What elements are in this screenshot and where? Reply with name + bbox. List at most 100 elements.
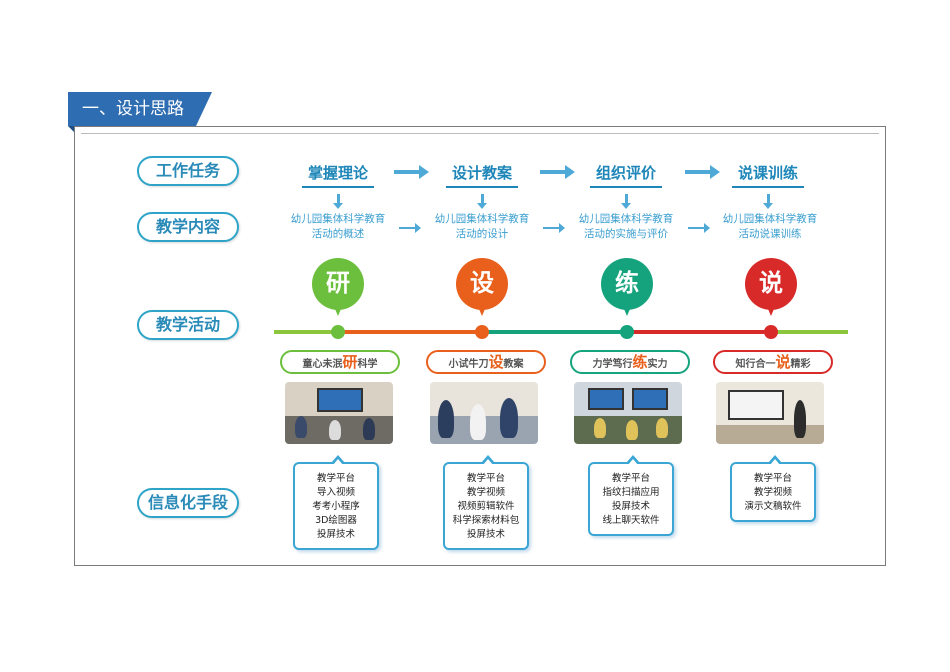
content-line: 幼儿园集体科学教育: [722, 213, 818, 225]
pill-suffix: 实力: [647, 359, 668, 370]
activity-pill-research: 童心未泯研科学: [280, 350, 400, 374]
tool-item: 演示文稿软件: [744, 501, 802, 512]
down-arrow-icon: [333, 194, 343, 209]
badge-char: 设: [470, 269, 494, 297]
content-line: 活动的概述: [311, 228, 365, 240]
task-underline: [446, 186, 518, 188]
classroom-photo: [574, 382, 682, 444]
pill-prefix: 力学笃行: [592, 359, 633, 370]
pill-prefix: 小试牛刀: [448, 359, 489, 370]
small-arrow-icon: [399, 223, 421, 233]
task-underline: [590, 186, 662, 188]
flow-arrow-icon: [685, 165, 720, 179]
row-label-teaching-activity: 教学活动: [137, 310, 239, 340]
timeline-dot: [331, 325, 345, 339]
content-line: 幼儿园集体科学教育: [578, 213, 674, 225]
tool-item: 教学视频: [753, 487, 792, 498]
content-text: 幼儿园集体科学教育活动的设计: [417, 212, 547, 242]
content-text: 幼儿园集体科学教育活动的概述: [273, 212, 403, 242]
classroom-photo: [716, 382, 824, 444]
info-box: 教学平台 导入视频 考考小程序 3D绘图器 投屏技术: [293, 455, 379, 550]
section-header-slant: [196, 92, 212, 126]
row-label-work-task: 工作任务: [137, 156, 239, 186]
photo-person: [363, 418, 375, 440]
activity-badge-speak: 说: [745, 258, 797, 316]
tool-item: 教学平台: [611, 473, 650, 484]
tool-item: 考考小程序: [312, 501, 360, 512]
badge-char: 研: [326, 269, 350, 297]
photo-person: [594, 418, 606, 438]
photo-screen: [728, 390, 784, 420]
tool-item: 线上聊天软件: [602, 515, 660, 526]
timeline-segment: [482, 330, 626, 334]
content-line: 活动说课训练: [738, 228, 802, 240]
task-underline: [732, 186, 804, 188]
timeline-segment: [626, 330, 772, 334]
task-heading: 设计教案: [446, 162, 518, 188]
task-label: 说课训练: [737, 164, 798, 182]
info-box-notch-inner: [483, 459, 493, 465]
row-label-info-means: 信息化手段: [137, 488, 239, 518]
pill-keyword: 练: [632, 353, 648, 371]
task-heading: 组织评价: [590, 162, 662, 188]
tool-item: 教学平台: [316, 473, 355, 484]
tool-item: 科学探索材料包: [452, 515, 520, 526]
timeline-segment: [338, 330, 482, 334]
badge-char: 练: [615, 269, 639, 297]
tool-item: 指纹扫描应用: [602, 487, 660, 498]
activity-badge-practice: 练: [601, 258, 653, 316]
tool-item: 视频剪辑软件: [457, 501, 515, 512]
tool-item: 教学视频: [466, 487, 505, 498]
photo-person: [329, 420, 341, 440]
photo-screen: [632, 388, 668, 410]
pill-suffix: 科学: [357, 359, 378, 370]
timeline-dot: [620, 325, 634, 339]
activity-pill-practice: 力学笃行练实力: [570, 350, 690, 374]
down-arrow-icon: [621, 194, 631, 209]
row-label-teaching-content: 教学内容: [137, 212, 239, 242]
task-label: 组织评价: [595, 164, 656, 182]
tool-item: 教学平台: [466, 473, 505, 484]
small-arrow-icon: [543, 223, 565, 233]
photo-person: [500, 398, 518, 438]
section-title: 一、设计思路: [82, 99, 184, 119]
content-line: 活动的实施与评价: [584, 228, 668, 240]
tool-item: 教学平台: [753, 473, 792, 484]
flow-arrow-icon: [540, 165, 575, 179]
tool-item: 导入视频: [316, 487, 355, 498]
photo-floor: [716, 425, 824, 444]
section-header-fold: [68, 126, 74, 132]
pill-keyword: 研: [342, 353, 358, 371]
pill-prefix: 童心未泯: [302, 359, 343, 370]
photo-person: [438, 400, 454, 438]
photo-screen: [588, 388, 624, 410]
info-box-notch-inner: [628, 459, 638, 465]
classroom-photo: [430, 382, 538, 444]
tool-item: 投屏技术: [466, 529, 505, 540]
badge-tail: [476, 302, 488, 316]
badge-char: 说: [759, 269, 783, 297]
section-header-tab: 一、设计思路: [68, 92, 212, 132]
photo-person: [470, 404, 486, 440]
task-heading: 说课训练: [732, 162, 804, 188]
frame-top-rule: [81, 133, 879, 134]
tool-item: 投屏技术: [316, 529, 355, 540]
badge-tail: [765, 302, 777, 316]
photo-person: [794, 400, 806, 438]
classroom-photo: [285, 382, 393, 444]
tool-item: 3D绘图器: [315, 515, 357, 526]
flow-arrow-icon: [394, 165, 429, 179]
down-arrow-icon: [477, 194, 487, 209]
info-box-notch-inner: [333, 459, 343, 465]
info-box-notch-inner: [770, 459, 780, 465]
task-label: 掌握理论: [307, 164, 368, 182]
timeline-segment: [772, 330, 848, 334]
pill-prefix: 知行合一: [735, 359, 776, 370]
content-line: 幼儿园集体科学教育: [434, 213, 530, 225]
photo-person: [656, 418, 668, 438]
badge-tail: [332, 302, 344, 316]
content-line: 幼儿园集体科学教育: [290, 213, 386, 225]
info-box: 教学平台 教学视频 视频剪辑软件 科学探索材料包 投屏技术: [443, 455, 529, 550]
info-box: 教学平台 指纹扫描应用 投屏技术 线上聊天软件: [588, 455, 674, 536]
small-arrow-icon: [688, 223, 710, 233]
